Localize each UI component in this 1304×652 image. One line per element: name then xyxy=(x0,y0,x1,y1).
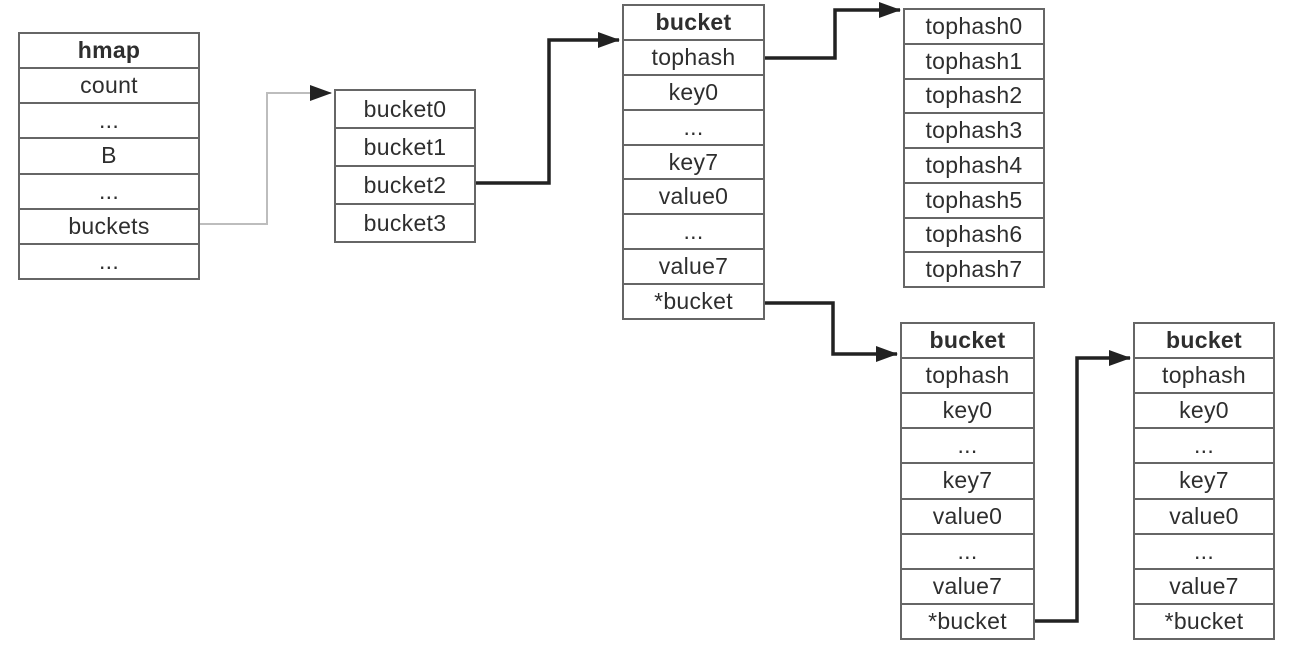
table-row: tophash0 xyxy=(925,12,1023,39)
table-row: key7 xyxy=(902,462,1033,497)
table-row: ... xyxy=(902,532,1033,568)
hmap-struct-table: hmap count ... B ... buckets ... xyxy=(18,32,200,280)
table-row: tophash7 xyxy=(905,251,1043,286)
arrow-bucket2-to-bucket xyxy=(476,32,620,185)
table-row: key0 xyxy=(902,392,1033,427)
table-row: key0 xyxy=(1135,392,1273,427)
table-row: tophash4 xyxy=(905,147,1043,182)
table-row: bucket2 xyxy=(336,165,474,203)
table-row: ... xyxy=(20,172,198,208)
table-row: buckets xyxy=(20,207,198,243)
table-row: tophash1 xyxy=(905,42,1043,78)
bucket-struct-table: bucket tophash key0 ... key7 value0 ... … xyxy=(622,4,765,320)
table-row: value7 xyxy=(624,248,763,283)
table-row: tophash5 xyxy=(905,181,1043,217)
table-row: key0 xyxy=(624,73,763,109)
overflow-bucket-table-1: bucket tophash key0 ... key7 value0 ... … xyxy=(900,322,1035,640)
table-row: bucket0 xyxy=(363,95,447,122)
table-row: value7 xyxy=(1135,567,1273,603)
table-row: ... xyxy=(902,427,1033,462)
table-row: tophash2 xyxy=(905,77,1043,113)
table-row: bucket1 xyxy=(336,127,474,165)
table-header: hmap xyxy=(77,37,141,64)
tophash-array-table: tophash0 tophash1 tophash2 tophash3 toph… xyxy=(903,8,1045,288)
table-row: B xyxy=(20,137,198,172)
arrow-buckets-to-bucket-array xyxy=(200,85,332,225)
table-row: value0 xyxy=(1135,497,1273,533)
arrow-tophash-to-tophash-array xyxy=(765,2,901,60)
table-row: key7 xyxy=(1135,462,1273,497)
table-row: ... xyxy=(20,102,198,137)
table-row: key7 xyxy=(624,143,763,179)
table-row: *bucket xyxy=(902,602,1033,638)
table-row: ... xyxy=(1135,532,1273,568)
table-row: ... xyxy=(1135,427,1273,462)
arrow-starbucket-to-overflow2 xyxy=(1035,350,1131,623)
table-row: *bucket xyxy=(624,283,763,318)
table-row: bucket3 xyxy=(336,203,474,241)
table-row: tophash xyxy=(1135,357,1273,392)
table-row: ... xyxy=(20,242,198,278)
table-row: tophash xyxy=(902,357,1033,392)
table-row: value0 xyxy=(624,178,763,213)
table-row: value0 xyxy=(902,497,1033,533)
table-header: bucket xyxy=(1166,327,1242,354)
table-header: bucket xyxy=(655,8,732,35)
table-header: bucket xyxy=(929,327,1006,354)
table-row: tophash3 xyxy=(905,112,1043,147)
bucket-array-table: bucket0 bucket1 bucket2 bucket3 xyxy=(334,89,476,243)
table-row: value7 xyxy=(902,567,1033,603)
table-row: tophash xyxy=(624,38,763,74)
overflow-bucket-table-2: bucket tophash key0 ... key7 value0 ... … xyxy=(1133,322,1275,640)
table-row: *bucket xyxy=(1135,602,1273,638)
arrow-starbucket-to-overflow1 xyxy=(765,301,898,362)
table-row: ... xyxy=(624,213,763,248)
table-row: ... xyxy=(624,108,763,144)
table-row: tophash6 xyxy=(905,216,1043,252)
table-row: count xyxy=(20,67,198,102)
